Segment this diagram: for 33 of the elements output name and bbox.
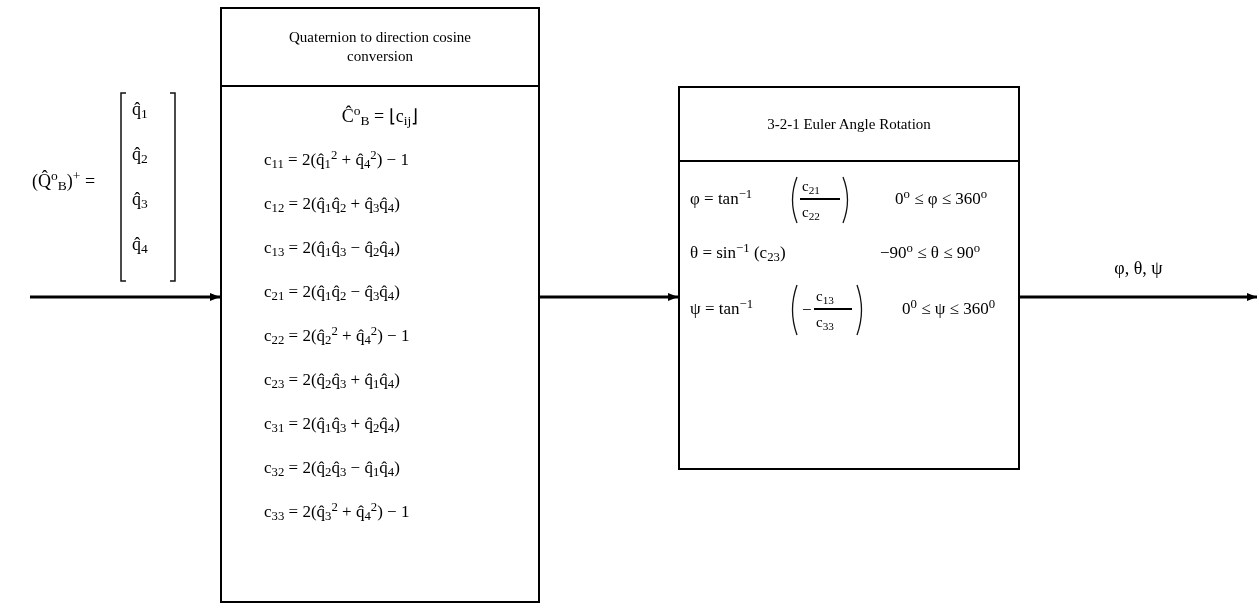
- equation: c$_{32}$ = 2(q̂$_{2}$q̂$_{3}$ − q̂$_{1}$q̂$_{4}$): [264, 458, 400, 477]
- vector-entry: q̂$_{3}$: [132, 189, 148, 209]
- equation: (Q̂$^{o}$$_{B}$)$^{+}$ =: [32, 171, 96, 191]
- equation: Ĉ$^{o}$$_{B}$ = ⌊c$_{ij}$⌋: [341, 103, 419, 130]
- arrow: [30, 293, 220, 301]
- vector-entry: q̂$_{2}$: [132, 144, 148, 164]
- equation: c$_{23}$ = 2(q̂$_{2}$q̂$_{3}$ + q̂$_{1}$q̂$_{4}$): [264, 370, 400, 389]
- equation: c$_{21}$ = 2(q̂$_{1}$q̂$_{2}$ − q̂$_{3}$q̂$_{4}$): [264, 282, 400, 301]
- equation: c$_{33}$ = 2(q̂$_{3}$$^{2}$ + q̂$_{4}$$^{2}$) − 1: [264, 502, 410, 521]
- equation: c$_{11}$ = 2(q̂$_{1}$$^{2}$ + q̂$_{4}$$^{2}$) − 1: [264, 150, 409, 169]
- equation: −: [802, 300, 812, 319]
- equation: 0$^{0}$ ≤ ψ ≤ 360$^{0}$: [902, 299, 996, 318]
- vector-entry: q̂$_{1}$: [132, 99, 148, 119]
- box-title: Quaternion to direction cosine conversion: [288, 28, 472, 66]
- equation: c$_{13}$ = 2(q̂$_{1}$q̂$_{3}$ − q̂$_{2}$q̂$_{4}$): [264, 238, 400, 257]
- arrow: [1020, 293, 1257, 301]
- box-title: 3-2-1 Euler Angle Rotation: [767, 114, 931, 134]
- process-box: [678, 86, 1020, 470]
- process-box: [220, 7, 540, 603]
- equation: c$_{12}$ = 2(q̂$_{1}$q̂$_{2}$ + q̂$_{3}$q̂$_{4}$): [264, 194, 400, 213]
- equation: c$_{22}$: [802, 204, 820, 220]
- arrow: [540, 293, 678, 301]
- equation: φ = tan$^{−1}$: [690, 189, 753, 208]
- equation: ψ = tan$^{−1}$: [690, 299, 754, 318]
- equation: θ = sin$^{−1}$ (c$_{23}$): [690, 243, 786, 262]
- vector-entry: q̂$_{4}$: [132, 234, 148, 254]
- equation: 0$^{o}$ ≤ φ ≤ 360$^{o}$: [895, 189, 988, 208]
- equation: −90$^{o}$ ≤ θ ≤ 90$^{o}$: [880, 243, 981, 262]
- equation: c$_{21}$: [802, 178, 820, 194]
- equation: c$_{13}$: [816, 288, 834, 304]
- equation: c$_{33}$: [816, 314, 834, 330]
- equation: c$_{31}$ = 2(q̂$_{1}$q̂$_{3}$ + q̂$_{2}$q̂$_{4}$): [264, 414, 400, 433]
- equation: c$_{22}$ = 2(q̂$_{2}$$^{2}$ + q̂$_{4}$$^{2}$) − 1: [264, 326, 410, 345]
